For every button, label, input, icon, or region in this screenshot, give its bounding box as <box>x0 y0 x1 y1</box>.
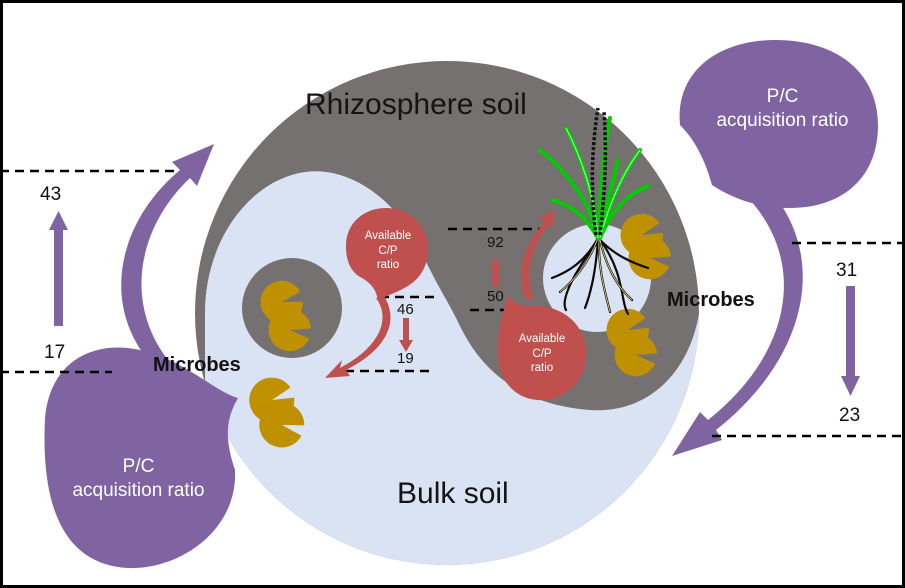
right-pc-label: P/C acquisition ratio <box>690 85 875 133</box>
right-down-arrow-icon <box>841 286 860 396</box>
bulk-available-line2: C/P <box>378 244 398 257</box>
left-curved-arrow-icon <box>121 144 214 360</box>
rhizo-available-cp-blob <box>497 296 587 401</box>
rhizo-cp-top: 92 <box>487 234 504 251</box>
bulk-available-line3: ratio <box>376 259 400 272</box>
bulk-cp-top: 46 <box>397 301 414 318</box>
rhizo-microbes-label: Microbes <box>667 289 755 311</box>
rhizo-cp-bottom: 50 <box>487 288 504 305</box>
rhizo-available-line3: ratio <box>530 362 554 375</box>
left-pc-label: P/C acquisition ratio <box>46 455 231 503</box>
right-pc-balloon <box>672 40 878 456</box>
bulk-cp-bottom: 19 <box>397 350 414 367</box>
rhizo-up-arrow-icon <box>492 260 499 286</box>
right-pc-label-line1: P/C <box>766 86 799 107</box>
left-up-arrow-icon <box>49 211 68 326</box>
bulk-title: Bulk soil <box>397 477 509 510</box>
right-pc-label-line2: acquisition ratio <box>716 109 849 131</box>
left-pc-balloon <box>44 144 238 569</box>
bulk-down-arrow-icon <box>399 318 413 352</box>
rhizo-available-line1: Available <box>518 333 566 345</box>
bulk-region <box>205 171 699 565</box>
right-scale-top: 31 <box>836 260 858 281</box>
bulk-microbes-label: Microbes <box>153 354 241 376</box>
bulk-available-line1: Available <box>364 230 412 242</box>
rhizo-available-line2: C/P <box>532 347 552 360</box>
right-scale-bottom: 23 <box>839 405 861 426</box>
left-scale-top: 43 <box>40 184 62 205</box>
bulk-available-cp-label: Available C/P ratio <box>350 229 426 273</box>
bulk-available-cp-blob <box>346 208 428 300</box>
rhizosphere-title: Rhizosphere soil <box>305 88 527 121</box>
rhizo-available-cp-label: Available C/P ratio <box>502 332 582 376</box>
left-pc-label-line2: acquisition ratio <box>72 479 205 501</box>
right-curved-arrow-icon <box>672 190 803 456</box>
bulk-curved-arrow-icon <box>325 296 391 378</box>
left-scale-bottom: 17 <box>44 342 66 363</box>
rhizo-curved-arrow-icon <box>521 210 555 300</box>
plant-icon <box>538 107 650 316</box>
left-pc-label-line1: P/C <box>122 456 155 477</box>
